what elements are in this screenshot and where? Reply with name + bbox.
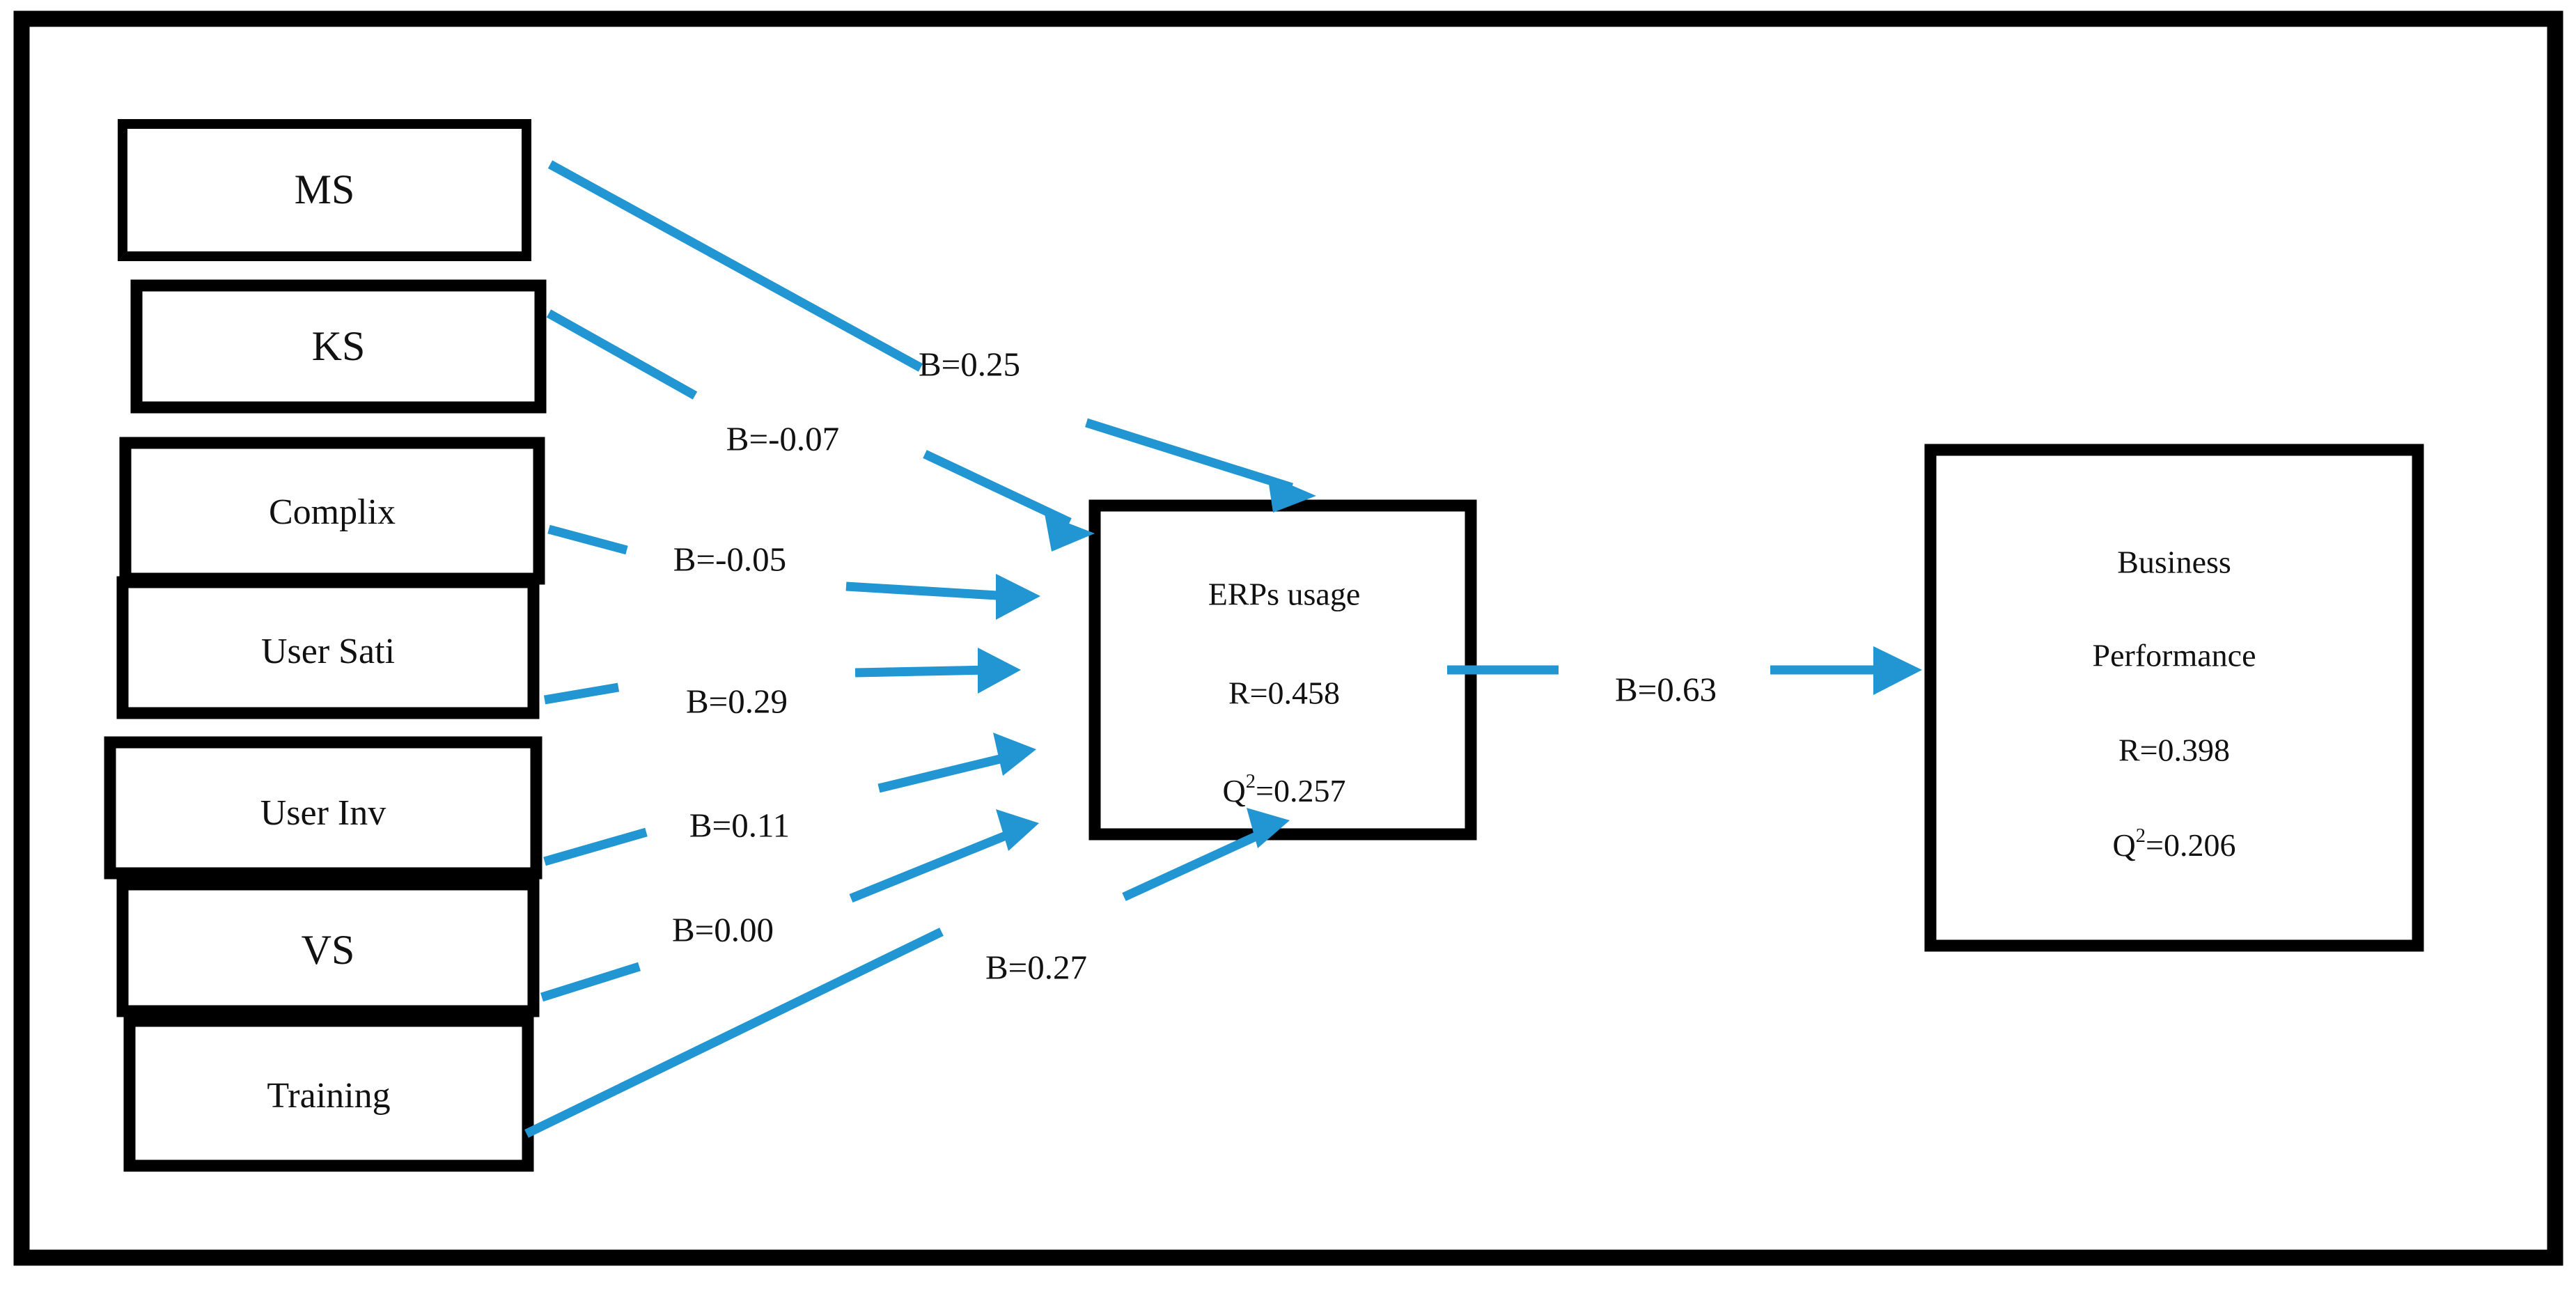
outer-frame bbox=[13, 10, 2563, 1266]
edge-erps-to-bp bbox=[1447, 646, 1922, 695]
node-bp-title-line2: Performance bbox=[2093, 638, 2256, 673]
edge-training-arrowhead bbox=[1247, 808, 1290, 848]
node-bp-title-line1: Business bbox=[2117, 545, 2231, 580]
node-complix-label: Complix bbox=[269, 492, 396, 532]
node-bp-q: Q2=0.206 bbox=[2113, 825, 2236, 863]
node-vs[interactable]: VS bbox=[116, 878, 540, 1017]
edge-ks-arrowhead bbox=[1045, 514, 1095, 552]
path-label-complix: B=-0.05 bbox=[673, 540, 786, 578]
node-training-label: Training bbox=[267, 1076, 390, 1116]
edge-ks-to-erps bbox=[546, 309, 1095, 552]
node-usersati[interactable]: User Sati bbox=[116, 576, 540, 719]
edge-userinv-arrowhead bbox=[993, 733, 1036, 776]
node-vs-label: VS bbox=[302, 927, 355, 973]
path-label-userinv: B=0.11 bbox=[689, 806, 790, 844]
edge-complix-arrowhead bbox=[996, 574, 1040, 620]
node-training[interactable]: Training bbox=[123, 1015, 534, 1172]
node-erps-r: R=0.458 bbox=[1228, 675, 1340, 711]
node-usersati-label: User Sati bbox=[261, 632, 395, 671]
node-erps-q-value: =0.257 bbox=[1256, 773, 1345, 808]
node-business-performance[interactable]: Business Performance R=0.398 Q2=0.206 bbox=[1924, 444, 2424, 952]
node-bp-r: R=0.398 bbox=[2118, 733, 2230, 768]
node-bp-q-sup: 2 bbox=[2136, 825, 2146, 847]
node-ks-label: KS bbox=[312, 323, 366, 369]
edge-erps-bp-arrowhead bbox=[1873, 646, 1922, 695]
node-erps-q-prefix: Q bbox=[1223, 773, 1246, 808]
edge-complix-to-erps bbox=[547, 524, 1040, 620]
path-label-training: B=0.27 bbox=[985, 948, 1087, 986]
node-bp-q-value: =0.206 bbox=[2146, 827, 2235, 863]
node-ms-label: MS bbox=[295, 166, 355, 212]
path-label-ks: B=-0.07 bbox=[726, 419, 839, 458]
path-label-ms: B=0.25 bbox=[919, 345, 1020, 383]
edge-ms-to-erps bbox=[547, 160, 1316, 513]
edge-vs-to-erps bbox=[540, 809, 1039, 1002]
node-complix[interactable]: Complix bbox=[119, 437, 545, 585]
edge-ms-arrowhead bbox=[1267, 475, 1316, 513]
path-label-vs: B=0.00 bbox=[672, 910, 774, 948]
node-erps-title: ERPs usage bbox=[1208, 577, 1361, 612]
path-label-erps-bp: B=0.63 bbox=[1615, 670, 1717, 708]
edge-vs-arrowhead bbox=[996, 809, 1039, 851]
node-ms[interactable]: MS bbox=[118, 119, 531, 261]
edge-usersati-arrowhead bbox=[978, 648, 1021, 694]
node-ks[interactable]: KS bbox=[130, 279, 547, 414]
node-erps-q-sup: 2 bbox=[1246, 771, 1256, 792]
edge-training-to-erps bbox=[524, 808, 1290, 1138]
node-userinv[interactable]: User Inv bbox=[104, 736, 542, 880]
node-bp-q-prefix: Q bbox=[2113, 827, 2136, 863]
edge-usersati-to-erps bbox=[543, 648, 1021, 705]
node-userinv-label: User Inv bbox=[260, 793, 387, 833]
node-erps-usage[interactable]: ERPs usage R=0.458 Q2=0.257 bbox=[1088, 499, 1477, 841]
node-erps-q: Q2=0.257 bbox=[1223, 771, 1346, 808]
edge-userinv-to-erps bbox=[543, 733, 1036, 866]
path-label-usersati: B=0.29 bbox=[686, 682, 788, 720]
